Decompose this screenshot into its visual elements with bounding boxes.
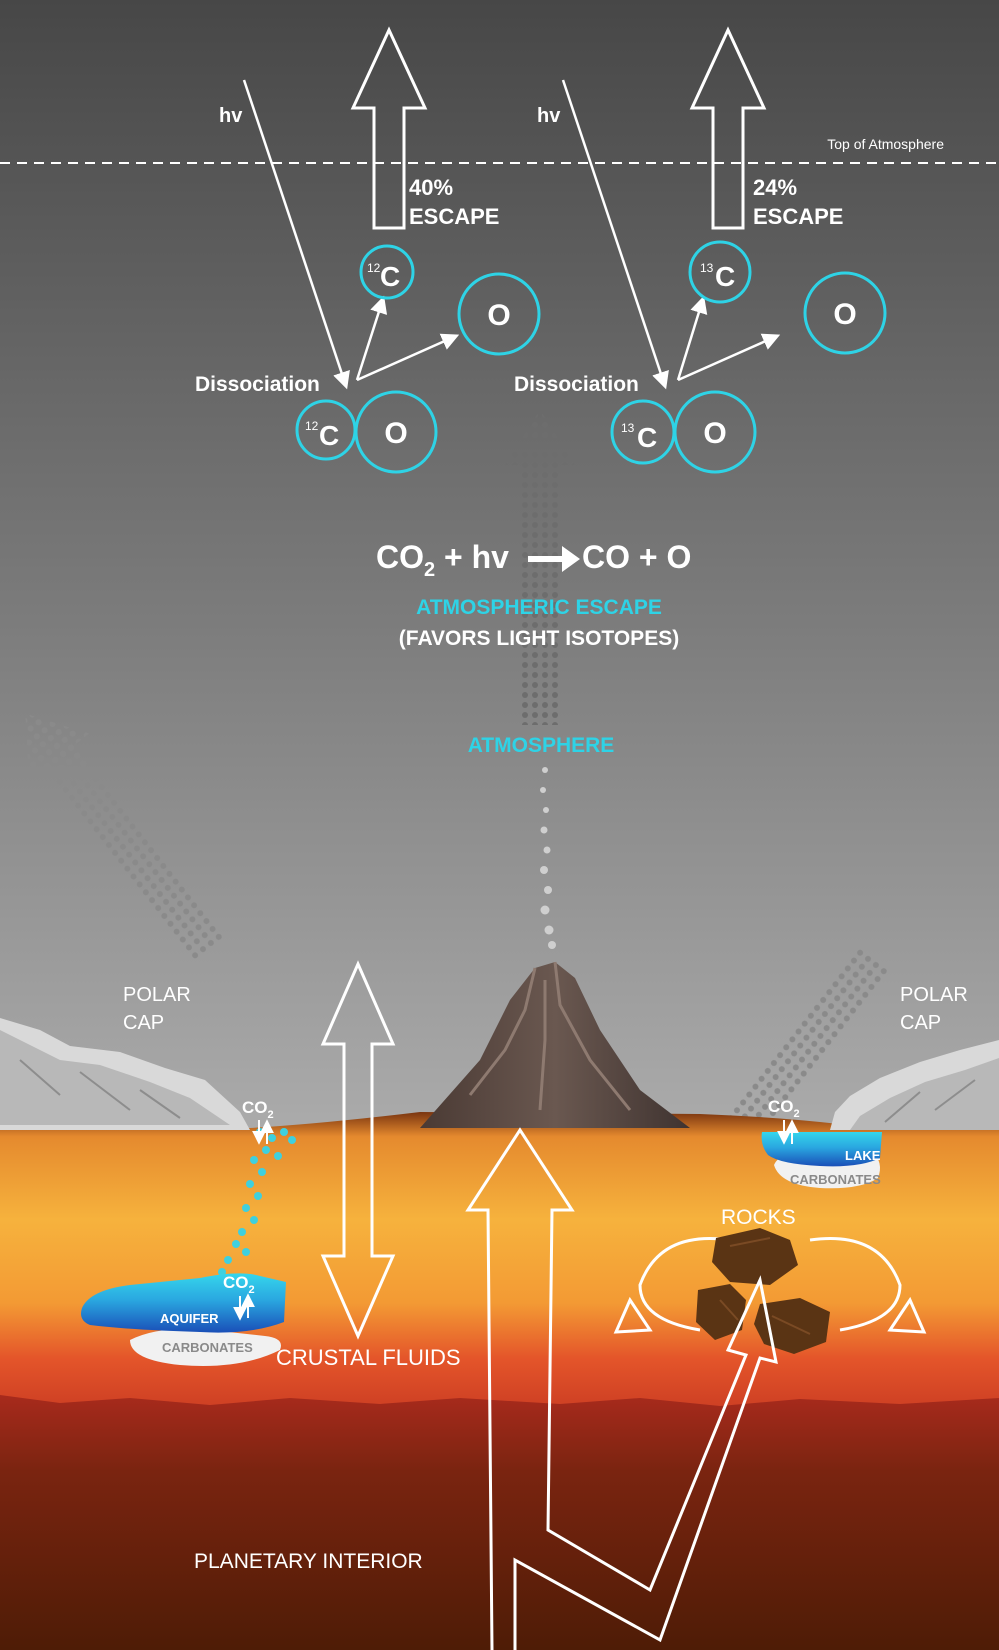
dissociation-label-left: Dissociation <box>195 373 320 396</box>
svg-text:12: 12 <box>367 261 381 275</box>
svg-text:CO2 + hv: CO2 + hv <box>376 539 509 581</box>
dissociation-arrow-o-right <box>677 333 781 382</box>
polar-cap-left-label-2: CAP <box>123 1012 164 1034</box>
crustal-fluids-label: CRUSTAL FLUIDS <box>276 1345 461 1370</box>
svg-text:C: C <box>715 261 735 292</box>
svg-text:C: C <box>637 422 657 453</box>
co2-label-lake: CO2 <box>768 1097 800 1120</box>
dissociation-arrow-c13 <box>676 295 708 381</box>
atmospheric-escape-title: ATMOSPHERIC ESCAPE <box>416 596 662 619</box>
svg-text:O: O <box>487 299 510 332</box>
atmosphere-label: ATMOSPHERE <box>468 734 615 757</box>
isotope-o-free-left: O <box>457 272 541 356</box>
hv-label-right: hv <box>537 105 561 127</box>
volcano-smoke <box>540 767 556 949</box>
svg-text:13: 13 <box>700 261 714 275</box>
svg-text:CO + O: CO + O <box>582 539 691 575</box>
dissociation-label-right: Dissociation <box>514 373 639 396</box>
rock-cycle-arrows <box>613 1237 927 1334</box>
planetary-interior-label: PLANETARY INTERIOR <box>194 1550 423 1573</box>
polar-cap-left <box>0 1018 250 1130</box>
escape-label-left: ESCAPE <box>409 204 499 229</box>
reaction-arrow <box>528 546 580 572</box>
dotted-escape-arrow <box>505 410 575 725</box>
hv-label-left: hv <box>219 105 243 127</box>
isotope-c13-free: 13 C <box>688 240 752 304</box>
sky-background <box>0 0 999 1130</box>
escape-arrow-right <box>689 26 767 230</box>
svg-text:13: 13 <box>621 421 635 435</box>
carbonates-label-aquifer: CARBONATES <box>162 1340 253 1355</box>
dissociation-arrow-c12 <box>355 295 388 381</box>
volcano <box>420 961 690 1128</box>
isotope-c12-free: 12 C <box>359 244 415 300</box>
dotted-arrow-left-cap <box>25 713 226 963</box>
co2-label-aquifer: CO2 <box>223 1273 255 1296</box>
dissociation-arrow-o-left <box>356 333 460 382</box>
svg-text:O: O <box>833 298 856 331</box>
interior-loop-arrow <box>465 1127 778 1650</box>
svg-text:C: C <box>319 420 339 451</box>
top-of-atmosphere-label: Top of Atmosphere <box>827 136 944 152</box>
escape-percent-right: 24% <box>753 175 797 200</box>
svg-text:12: 12 <box>305 419 319 433</box>
reaction-equation: CO2 + hv CO + O <box>376 539 691 581</box>
molecule-c12-o: 12 C O <box>295 390 438 474</box>
polar-cap-left-label-1: POLAR <box>123 984 191 1006</box>
planetary-interior-layer <box>0 1395 999 1650</box>
svg-text:C: C <box>380 261 400 292</box>
rocks-label: ROCKS <box>721 1206 796 1229</box>
polar-cap-right <box>830 1040 999 1130</box>
carbonates-label-lake: CARBONATES <box>790 1172 881 1187</box>
escape-arrow-left <box>350 26 428 230</box>
molecule-c13-o: 13 C O <box>610 390 757 474</box>
lake-label: LAKE <box>845 1148 881 1163</box>
aquifer-label: AQUIFER <box>160 1311 219 1326</box>
isotope-o-free-right: O <box>803 271 887 355</box>
svg-text:O: O <box>384 417 407 450</box>
crustal-fluids-arrow <box>320 960 396 1340</box>
photon-arrow-left <box>242 79 350 390</box>
escape-label-right: ESCAPE <box>753 204 843 229</box>
co2-label-polar-left: CO2 <box>242 1098 274 1121</box>
atmospheric-escape-note: (FAVORS LIGHT ISOTOPES) <box>399 627 679 650</box>
photon-arrow-right <box>561 79 669 390</box>
svg-text:O: O <box>703 417 726 450</box>
polar-cap-right-label-2: CAP <box>900 1012 941 1034</box>
polar-cap-right-label-1: POLAR <box>900 984 968 1006</box>
escape-percent-left: 40% <box>409 175 453 200</box>
